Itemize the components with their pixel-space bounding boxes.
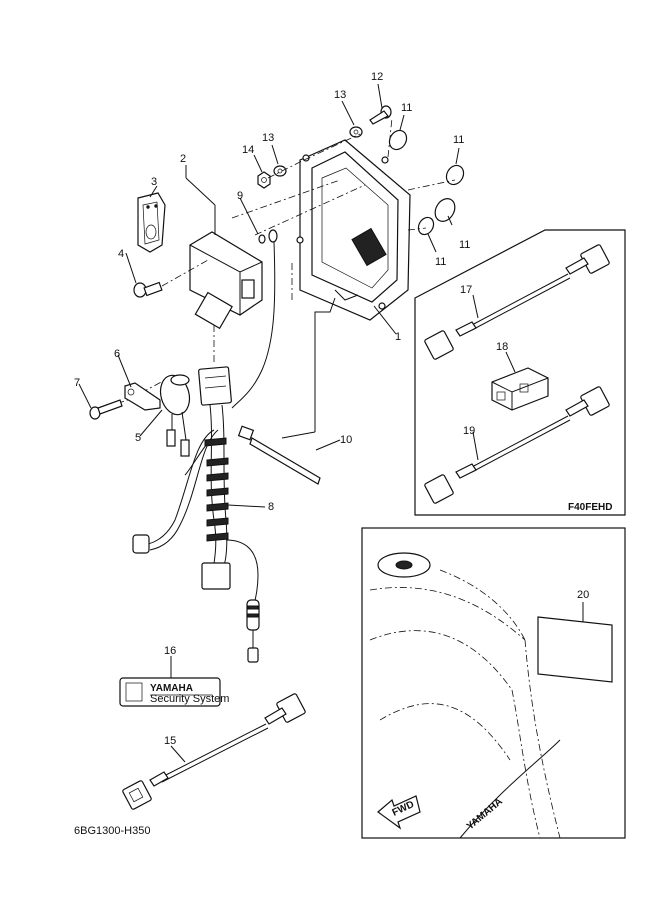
- callout-20: 20: [577, 589, 589, 601]
- buzzer-5: [159, 374, 191, 457]
- harness-wraps: [204, 437, 229, 542]
- callout-labels: 12 13 11 11 13 14 2 3 9 11 11 4 1 6 7 5 …: [74, 71, 589, 747]
- assembly-lines: [102, 117, 456, 439]
- callout-11d: 11: [435, 256, 446, 268]
- security-sticker-16: YAMAHA Security System: [119, 677, 229, 707]
- callout-10: 10: [340, 434, 352, 446]
- cowling-box: YAMAHA FWD: [361, 527, 626, 839]
- washer-13b: [273, 165, 287, 177]
- lead-wire-15: [122, 693, 306, 810]
- variant-label: F40FEHD: [568, 502, 612, 513]
- housing-box: [296, 139, 411, 321]
- cdi-unit: [189, 231, 263, 330]
- callout-9: 9: [237, 190, 243, 202]
- connector-18: [491, 367, 549, 411]
- lead-19: [424, 386, 610, 504]
- callout-2: 2: [180, 153, 186, 165]
- variant-box: F40FEHD: [414, 229, 626, 516]
- cable-tie-10: [237, 425, 321, 485]
- grommets: [388, 129, 465, 236]
- decal-20: [537, 616, 613, 683]
- leader-lines: [78, 83, 516, 763]
- callout-18: 18: [496, 341, 508, 353]
- callout-13a: 13: [334, 89, 346, 101]
- callout-7: 7: [74, 377, 80, 389]
- callout-1: 1: [395, 331, 401, 343]
- callout-11b: 11: [453, 134, 464, 146]
- callout-5: 5: [135, 432, 141, 444]
- callout-16: 16: [164, 645, 176, 657]
- callout-6: 6: [114, 348, 120, 360]
- washer-13a: [349, 126, 363, 138]
- wire-harness-8: [132, 366, 260, 663]
- sticker-caption: Security System: [150, 693, 229, 705]
- callout-3: 3: [151, 176, 157, 188]
- screw-7: [89, 399, 123, 420]
- bolt-12: [369, 105, 392, 125]
- lead-17: [424, 244, 610, 360]
- callout-4: 4: [118, 248, 124, 260]
- sticker-brand: YAMAHA: [150, 683, 193, 694]
- diagram-code: 6BG1300-H350: [74, 825, 150, 837]
- fwd-arrow: FWD: [377, 795, 421, 830]
- bolt-4: [133, 281, 163, 298]
- callout-11a: 11: [401, 102, 412, 114]
- ground-lead: [231, 229, 278, 409]
- nut-14: [257, 171, 271, 189]
- callout-19: 19: [463, 425, 475, 437]
- callout-15: 15: [164, 735, 176, 747]
- cover-plate: [137, 192, 166, 253]
- callout-8: 8: [268, 501, 274, 513]
- callout-11c: 11: [459, 239, 470, 251]
- callout-12: 12: [371, 71, 383, 83]
- bracket-6: [124, 382, 161, 411]
- callout-17: 17: [460, 284, 472, 296]
- callout-13b: 13: [262, 132, 274, 144]
- callout-14: 14: [242, 144, 254, 156]
